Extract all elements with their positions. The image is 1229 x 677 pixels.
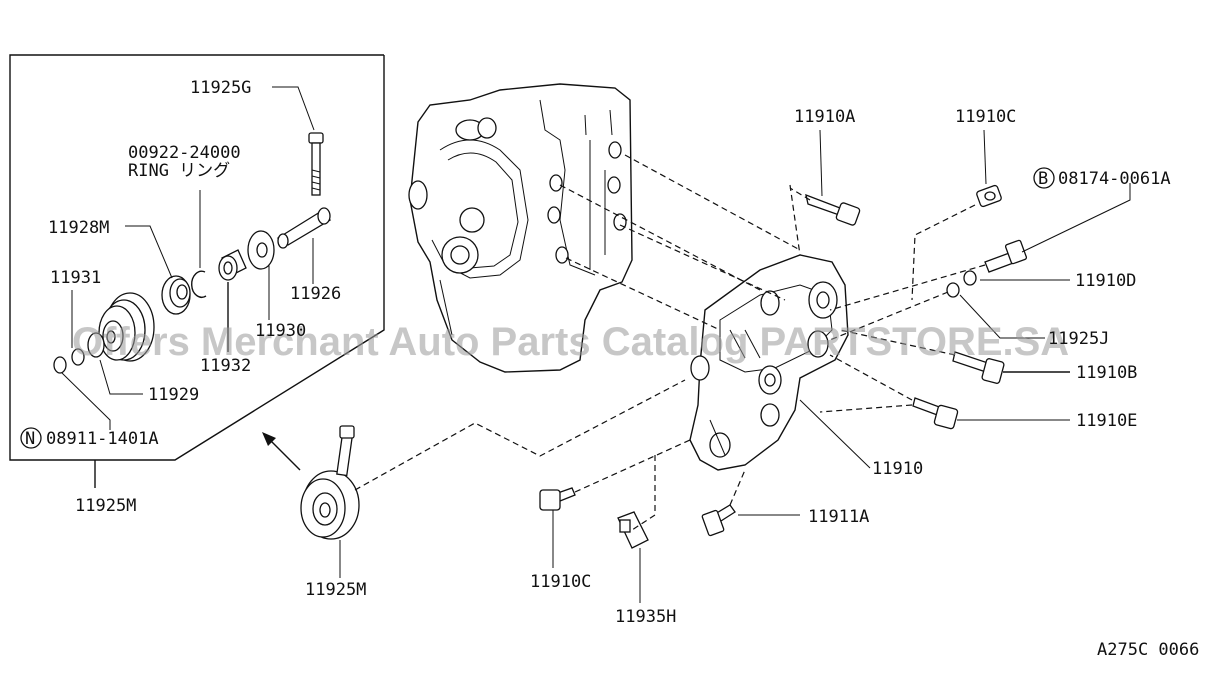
b-badge: B: [1038, 169, 1048, 189]
bolt-11910a-drawing: [805, 129, 861, 226]
label-11925m-inset: 11925M: [75, 496, 136, 516]
label-11929: 11929: [148, 385, 199, 405]
label-11925j: 11925J: [1048, 329, 1109, 349]
bolt-11910e-drawing: [912, 397, 1070, 430]
label-00922-24000: 00922-24000: [128, 143, 241, 163]
watermark-text: Offers Merchant Auto Parts Catalog PARTS…: [72, 320, 1069, 364]
label-11910c-bottom: 11910C: [530, 572, 591, 592]
label-11911a: 11911A: [808, 507, 869, 527]
label-11930: 11930: [255, 321, 306, 341]
inset-frame: [9, 54, 385, 488]
bolt-11910b-drawing: [952, 351, 1070, 384]
washer-11930-drawing: [247, 230, 275, 320]
label-11910d: 11910D: [1075, 271, 1136, 291]
washer-11910d-drawing: [963, 270, 1070, 286]
label-11928m: 11928M: [48, 218, 109, 238]
spacer-11932-drawing: [218, 249, 247, 352]
clip-11935h-drawing: [617, 511, 649, 603]
bearing-11928m-drawing: [125, 225, 191, 315]
bolt-11925g-drawing: [272, 86, 324, 196]
b-badge-circle: [1033, 167, 1055, 189]
label-11910c-top: 11910C: [955, 107, 1016, 127]
shaft-11926-drawing: [276, 207, 332, 284]
washer-11931-drawing: [53, 290, 111, 430]
label-11925m: 11925M: [305, 580, 366, 600]
bracket-11910-drawing: [689, 254, 871, 471]
label-ring: RING リング: [128, 161, 230, 181]
bolt-11910c-top-drawing: [976, 129, 1002, 208]
label-11935h: 11935H: [615, 607, 676, 627]
label-11910e: 11910E: [1076, 411, 1137, 431]
washer-11925j-drawing: [946, 282, 1045, 339]
pulley-11929-drawing: [87, 292, 155, 395]
bolt-08174-drawing: [984, 183, 1131, 273]
n-badge-circle: [20, 427, 42, 449]
label-11910b: 11910B: [1076, 363, 1137, 383]
label-11926: 11926: [290, 284, 341, 304]
label-11925g: 11925G: [190, 78, 251, 98]
n-badge: N: [25, 429, 35, 449]
label-08174-0061a: 08174-0061A: [1058, 169, 1171, 189]
bolt-11910c-bottom-drawing: [539, 487, 576, 568]
label-11910a: 11910A: [794, 107, 855, 127]
label-08911-1401a: 08911-1401A: [46, 429, 159, 449]
label-11931: 11931: [50, 268, 101, 288]
reference-code: A275C 0066: [1097, 640, 1199, 660]
snap-ring-drawing: [191, 190, 207, 298]
label-11932: 11932: [200, 356, 251, 376]
label-11910: 11910: [872, 459, 923, 479]
pulley-assembly-11925m-drawing: [262, 425, 360, 578]
engine-block-drawing: [408, 83, 633, 373]
bolt-11911a-drawing: [701, 504, 800, 537]
dashed-leaders: [354, 154, 986, 531]
